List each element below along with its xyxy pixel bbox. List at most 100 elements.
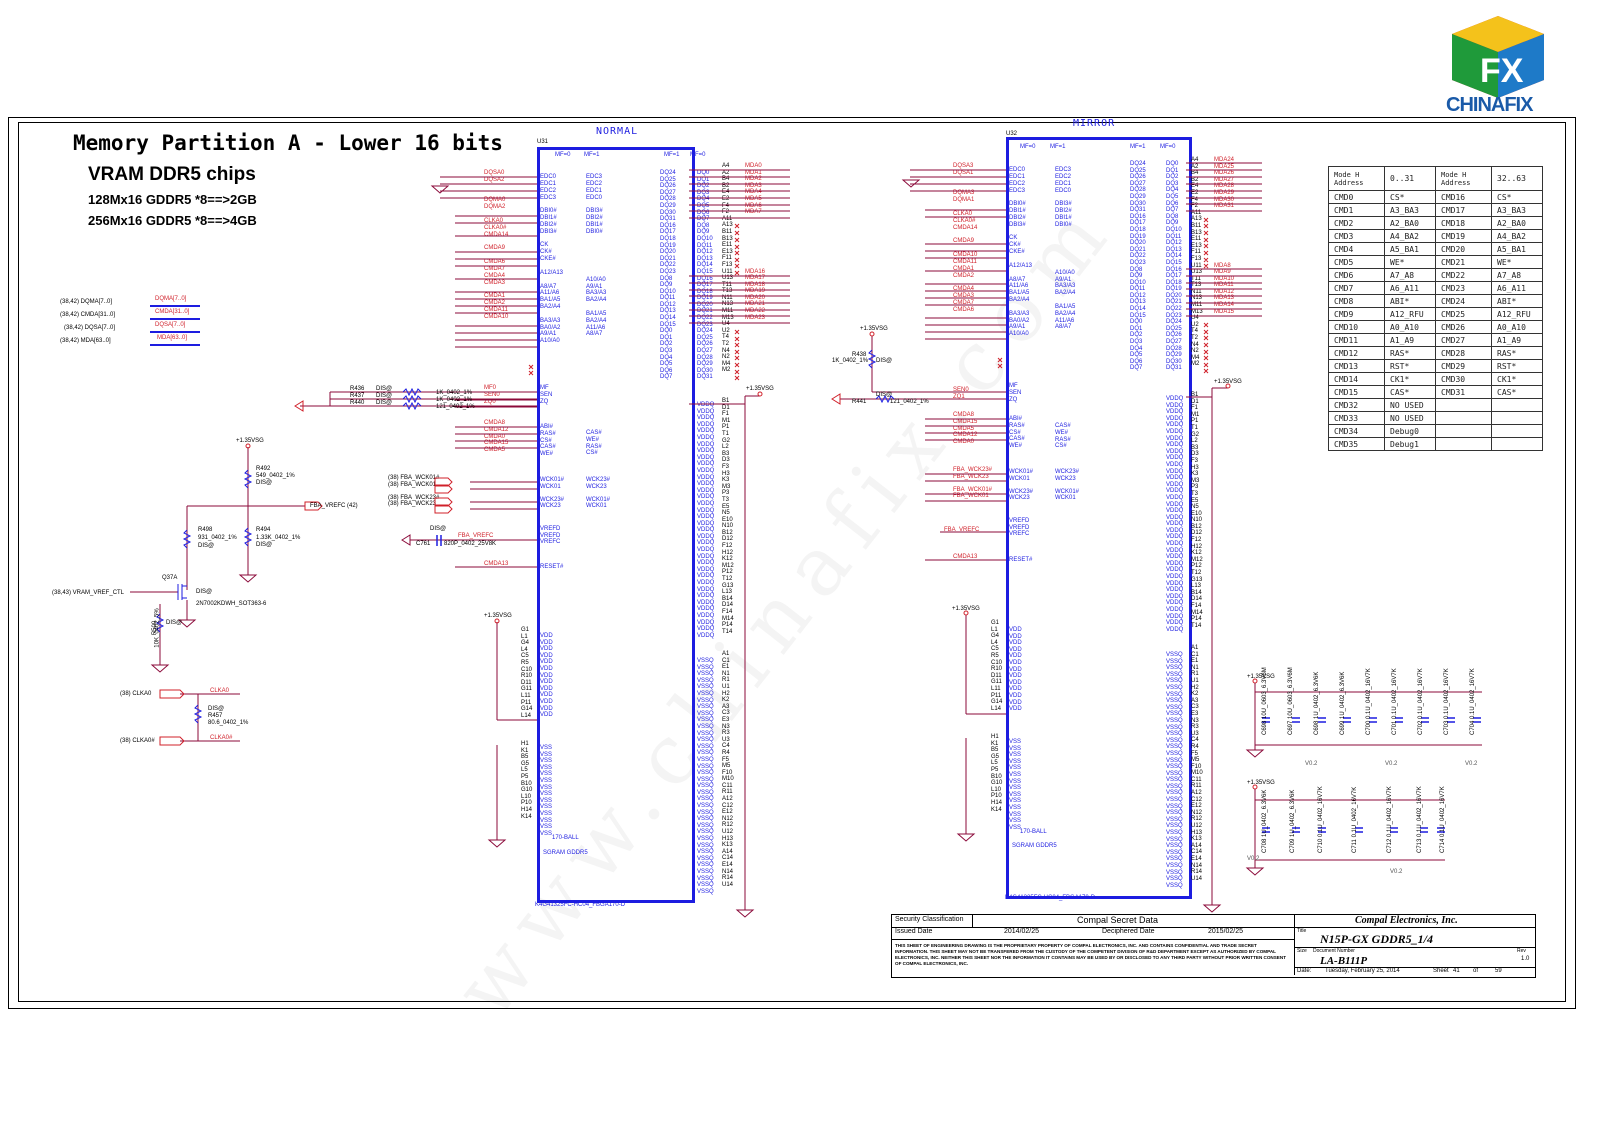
table-cell: CMD23 [1435, 281, 1492, 295]
mirror-reset-net: CMDA13 [953, 554, 978, 560]
table-cell: CAS* [1384, 385, 1436, 399]
docnum: LA-B111P [1320, 955, 1368, 967]
mode-h-address-table: Mode H Address 0..31 Mode H Address 32..… [1328, 166, 1543, 451]
fba-vrefc-label: FBA_VREFC (42) [310, 503, 358, 509]
table-cell: CMD9 [1328, 307, 1385, 321]
c761-label: C761 [416, 541, 431, 547]
table-cell: CMD21 [1435, 255, 1492, 269]
table-cell: A4_BA2 [1384, 229, 1436, 243]
mirror-mid-pins: EDC3 EDC2 EDC1 EDC0 DBI3# DBI2# DBI1# DB… [1055, 167, 1076, 331]
mirror-part: K4G41325FC-HC04_FBGA170-D [1005, 895, 1096, 901]
mirror-wck-pins: WCK01# WCK01 WCK23# WCK23 [1009, 469, 1034, 502]
normal-vssq-balls: A1 C1 E1 N1 R1 U1 H2 K2 A3 C3 E3 N3 R3 U… [722, 651, 734, 888]
table-cell: CMD2 [1328, 216, 1385, 230]
r438-label: R438 [852, 352, 867, 358]
c761-dis: DIS@ [430, 526, 447, 532]
table-cell: A6_A11 [1491, 281, 1543, 295]
normal-vssq: VSSQ VSSQ VSSQ VSSQ VSSQ VSSQ VSSQ VSSQ … [697, 658, 714, 895]
mirror-dq-inner: DQ0 DQ1 DQ2 DQ3 DQ4 DQ5 DQ6 DQ7 DQ8 DQ9 … [1166, 161, 1182, 372]
vsg-label: +1.35VSG [860, 326, 888, 332]
cube-icon: FX [1452, 16, 1544, 98]
mf-header: MF=1 [1050, 144, 1066, 150]
table-cell: A0_A10 [1384, 320, 1436, 334]
normal-vdd-pins: VDD VDD VDD VDD VDD VDD VDD VDD VDD VDD … [540, 633, 553, 719]
table-cell: CMD3 [1328, 229, 1385, 243]
docnum-label: Document Number [1313, 948, 1355, 954]
table-cell: CS* [1491, 190, 1543, 204]
table-cell: NO USED [1384, 398, 1436, 412]
table-cell: RAS* [1384, 346, 1436, 360]
mirror-left-pins: EDC0 EDC1 EDC2 EDC3 DBI0# DBI1# DBI2# DB… [1009, 167, 1033, 338]
drawing-frame [8, 117, 1576, 1009]
deciphered-label: Deciphered Date [1102, 928, 1155, 935]
mf-header: MF=1 [1130, 144, 1146, 150]
mf-header: MF=1 [664, 152, 680, 158]
mirror-mda-nets: MDA24 MDA25 MDA26 MDA27 MDA28 MDA29 MDA3… [1214, 157, 1235, 315]
sheet-total: 59 [1495, 968, 1502, 974]
table-cell: CMD28 [1435, 346, 1492, 360]
r500-value: 10K_0402_5% [154, 608, 161, 648]
r441-value: 121_0402_1% [890, 399, 929, 405]
mf-header: MF=0 [555, 152, 571, 158]
mirror-vddq-balls: B1 D1 F1 M1 P1 T1 G2 L2 B3 D3 F3 H3 K3 M… [1191, 392, 1203, 629]
v02-label: V0.2 [1390, 869, 1403, 875]
mirror-misc-nets: SEN0 ZQ1 [953, 387, 969, 400]
config-4gb: 256Mx16 GDDR5 *8==>4GB [88, 213, 257, 228]
chinafix-logo: FX CHINAFIX [1440, 12, 1560, 117]
normal-ctrl-pins2: CAS# WE# RAS# CS# [586, 430, 602, 457]
table-cell: WE* [1491, 255, 1543, 269]
table-cell: CS* [1384, 190, 1436, 204]
r436-value: 1K_0402_1% [436, 390, 473, 396]
table-cell: ABI* [1491, 294, 1543, 308]
table-cell: CMD25 [1435, 307, 1492, 321]
clka0-net: CLKA0 [210, 688, 230, 694]
svg-text:FX: FX [1480, 52, 1524, 90]
mirror-ctrl-nets: CMDA8 CMDA15 CMDA5 CMDA12 CMDA0 [953, 412, 978, 446]
r438-value: 1K_0402_1% [832, 358, 869, 364]
normal-mid-pins: EDC3 EDC2 EDC1 EDC0 DBI3# DBI2# DBI1# DB… [586, 174, 607, 338]
mirror-dq-outer: DQ24 DQ25 DQ26 DQ27 DQ28 DQ29 DQ30 DQ31 … [1130, 161, 1146, 372]
table-cell: CMD34 [1328, 424, 1385, 438]
company-name: Compal Electronics, Inc. [1355, 915, 1458, 926]
title-label: Title [1297, 928, 1307, 934]
date: Tuesday, February 25, 2014 [1325, 968, 1400, 974]
normal-reset-net: CMDA13 [484, 561, 509, 567]
table-cell: CMD17 [1435, 203, 1492, 217]
table-cell: A3_BA3 [1384, 203, 1436, 217]
table-cell: A5_BA1 [1491, 242, 1543, 256]
clka0n-net: CLKA0# [210, 735, 233, 741]
vsg-label: +1.35VSG [236, 438, 264, 444]
table-cell: CMD19 [1435, 229, 1492, 243]
v02-label: V0.2 [1385, 761, 1398, 767]
vsg-label: +1.35VSG [1214, 379, 1242, 385]
bus-label: (38,42) CMDA[31..0] CMDA[31..0] [60, 309, 205, 325]
r492-value: 549_0402_1% [256, 473, 295, 479]
table-cell: CMD33 [1328, 411, 1385, 425]
dis-label: DIS@ [376, 393, 393, 399]
of-label: of [1473, 968, 1479, 974]
normal-vddq: VDDQ VDDQ VDDQ VDDQ VDDQ VDDQ VDDQ VDDQ … [697, 402, 715, 639]
r494-label: R494 [256, 527, 271, 533]
table-cell: A1_A9 [1384, 333, 1436, 347]
mf-header: MF=0 [690, 152, 706, 158]
table-cell: CMD6 [1328, 268, 1385, 282]
table-cell: CMD14 [1328, 372, 1385, 386]
table-cell: CMD12 [1328, 346, 1385, 360]
table-cell: A7_A8 [1491, 268, 1543, 282]
table-cell [1491, 424, 1543, 438]
mirror-vss-balls: H1 K1 B5 G5 L5 P5 B10 G10 L10 P10 H14 K1… [991, 734, 1003, 813]
r457-value: 80.6_0402_1% [208, 720, 249, 726]
table-cell: CMD0 [1328, 190, 1385, 204]
table-cell: CMD31 [1435, 385, 1492, 399]
normal-misc-nets: MF0 SEN0 ZQ0 [484, 385, 500, 405]
table-cell [1435, 437, 1492, 451]
